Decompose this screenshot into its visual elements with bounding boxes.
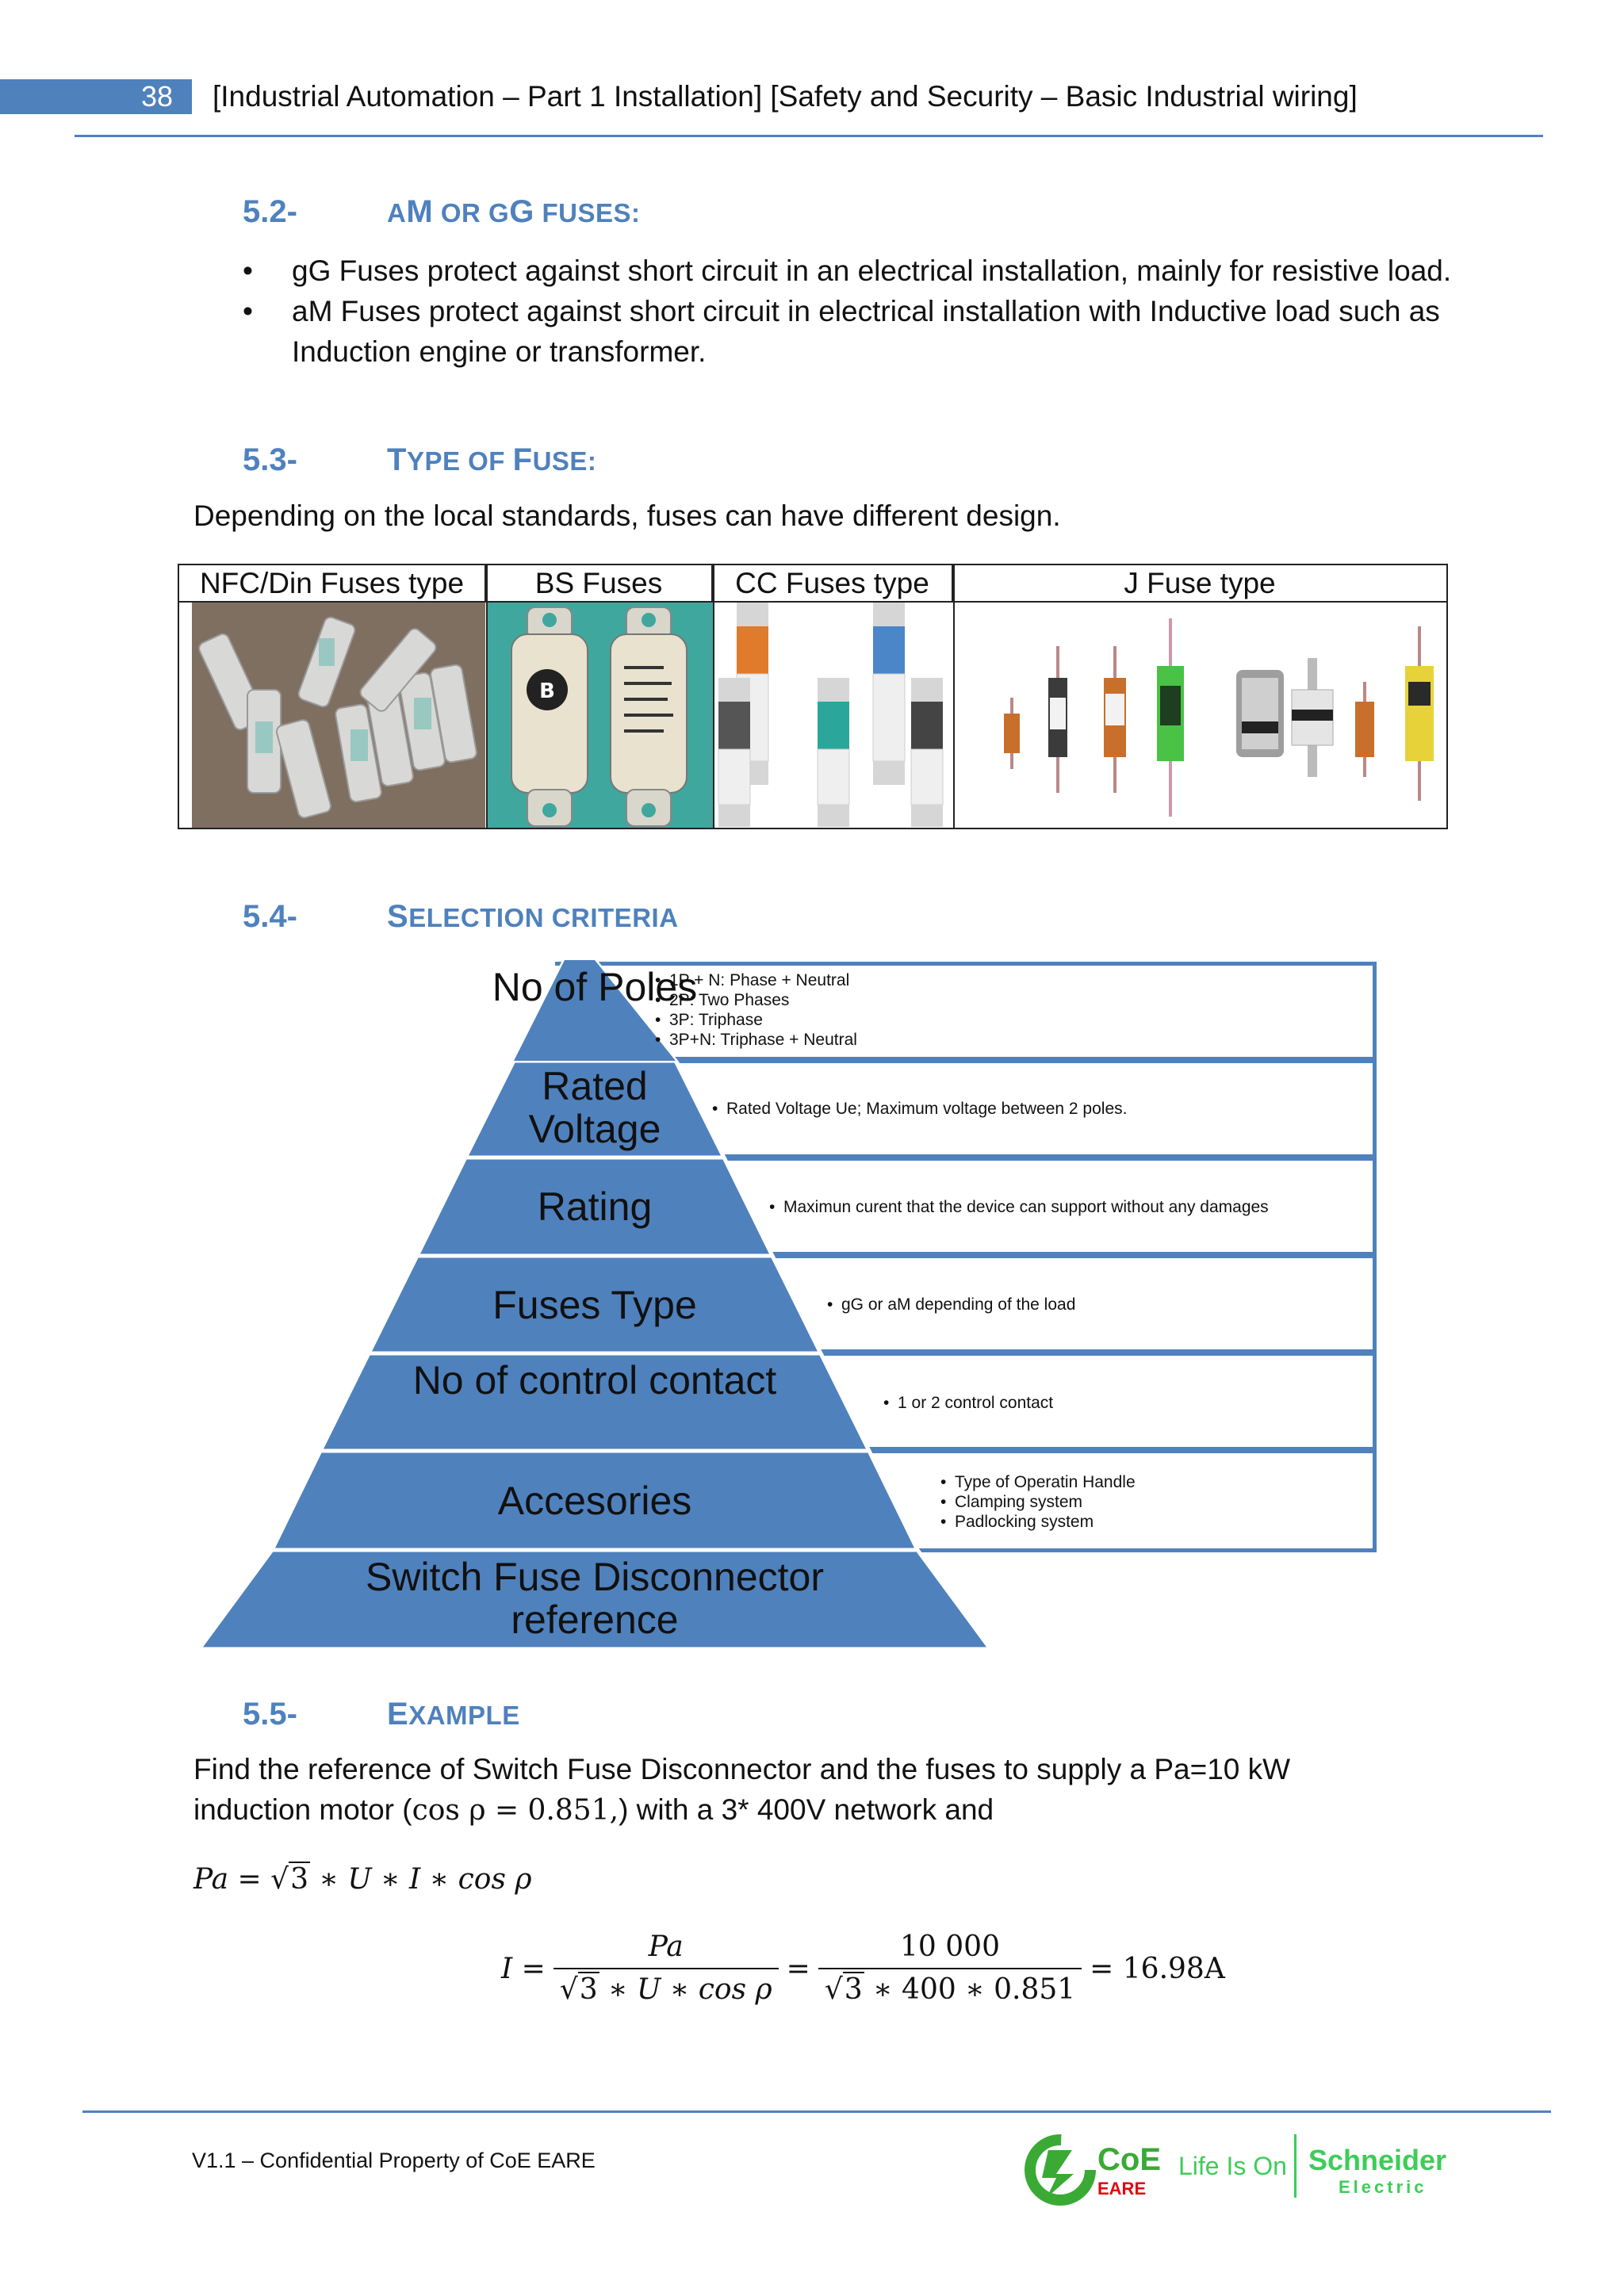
coe-logo-icon (1025, 2134, 1096, 2206)
section-5-5-title: EXAMPLE (387, 1697, 520, 1732)
footer-rule (82, 2110, 1551, 2113)
list-item: Clamping system (940, 1492, 1136, 1512)
logo-divider (1294, 2134, 1297, 2198)
criteria-accessories-list: Type of Operatin Handle Clamping system … (940, 1472, 1136, 1532)
sqrt-symbol: √3 (270, 1863, 310, 1896)
list-item: 3P: Triphase (655, 1010, 857, 1030)
list-item: gG or aM depending of the load (827, 1295, 1075, 1314)
fraction-symbolic: Pa √3 ∗ U ∗ cos ρ (553, 1927, 779, 2011)
pyramid-label-rating: Rating (436, 1185, 753, 1228)
section-5-5-number: 5.5- (243, 1697, 297, 1732)
power-formula: Pa = √3 ∗ U ∗ I ∗ cos ρ (193, 1863, 532, 1896)
fraction-numeric: 10 000 √3 ∗ 400 ∗ 0.851 (818, 1927, 1082, 2011)
current-formula: I = Pa √3 ∗ U ∗ cos ρ = 10 000 √3 ∗ 400 … (501, 1927, 1225, 2011)
list-item: Rated Voltage Ue; Maximum voltage betwee… (712, 1099, 1127, 1119)
list-item: 1P + N: Phase + Neutral (655, 970, 857, 990)
list-item: 1 or 2 control contact (883, 1393, 1053, 1413)
eare-logo-text: EARE (1097, 2179, 1146, 2199)
criteria-fuse-type-list: gG or aM depending of the load (827, 1295, 1075, 1314)
list-item: Type of Operatin Handle (940, 1472, 1136, 1492)
example-line-1: Find the reference of Switch Fuse Discon… (193, 1749, 1290, 1789)
criteria-poles-list: 1P + N: Phase + Neutral 2P: Two Phases 3… (655, 970, 857, 1050)
example-line-2: induction motor (cos ρ = 0.851,) with a … (193, 1789, 1290, 1831)
list-item: 2P: Two Phases (655, 990, 857, 1010)
criteria-control-contact-list: 1 or 2 control contact (883, 1393, 1053, 1413)
list-item: 3P+N: Triphase + Neutral (655, 1030, 857, 1050)
pyramid-label-accessories: Accesories (357, 1479, 833, 1522)
footer-text: V1.1 – Confidential Property of CoE EARE (192, 2149, 596, 2173)
coe-logo-text: CoE (1097, 2142, 1161, 2177)
list-item: Maximun curent that the device can suppo… (769, 1197, 1269, 1217)
criteria-voltage-list: Rated Voltage Ue; Maximum voltage betwee… (712, 1099, 1127, 1119)
list-item: Padlocking system (940, 1512, 1136, 1532)
pyramid-label-reference: Switch Fuse Disconnector reference (317, 1556, 872, 1641)
pyramid-label-control-contact: No of control contact (396, 1359, 793, 1402)
pyramid-label-voltage: Rated Voltage (476, 1065, 714, 1150)
electric-logo-text: Electric (1339, 2177, 1427, 2198)
schneider-logo-text: Schneider (1308, 2144, 1446, 2177)
criteria-rating-list: Maximun curent that the device can suppo… (769, 1197, 1269, 1217)
example-text: Find the reference of Switch Fuse Discon… (193, 1749, 1290, 1831)
pyramid-label-fuse-type: Fuses Type (396, 1284, 793, 1326)
life-is-on-tagline: Life Is On (1178, 2152, 1287, 2181)
